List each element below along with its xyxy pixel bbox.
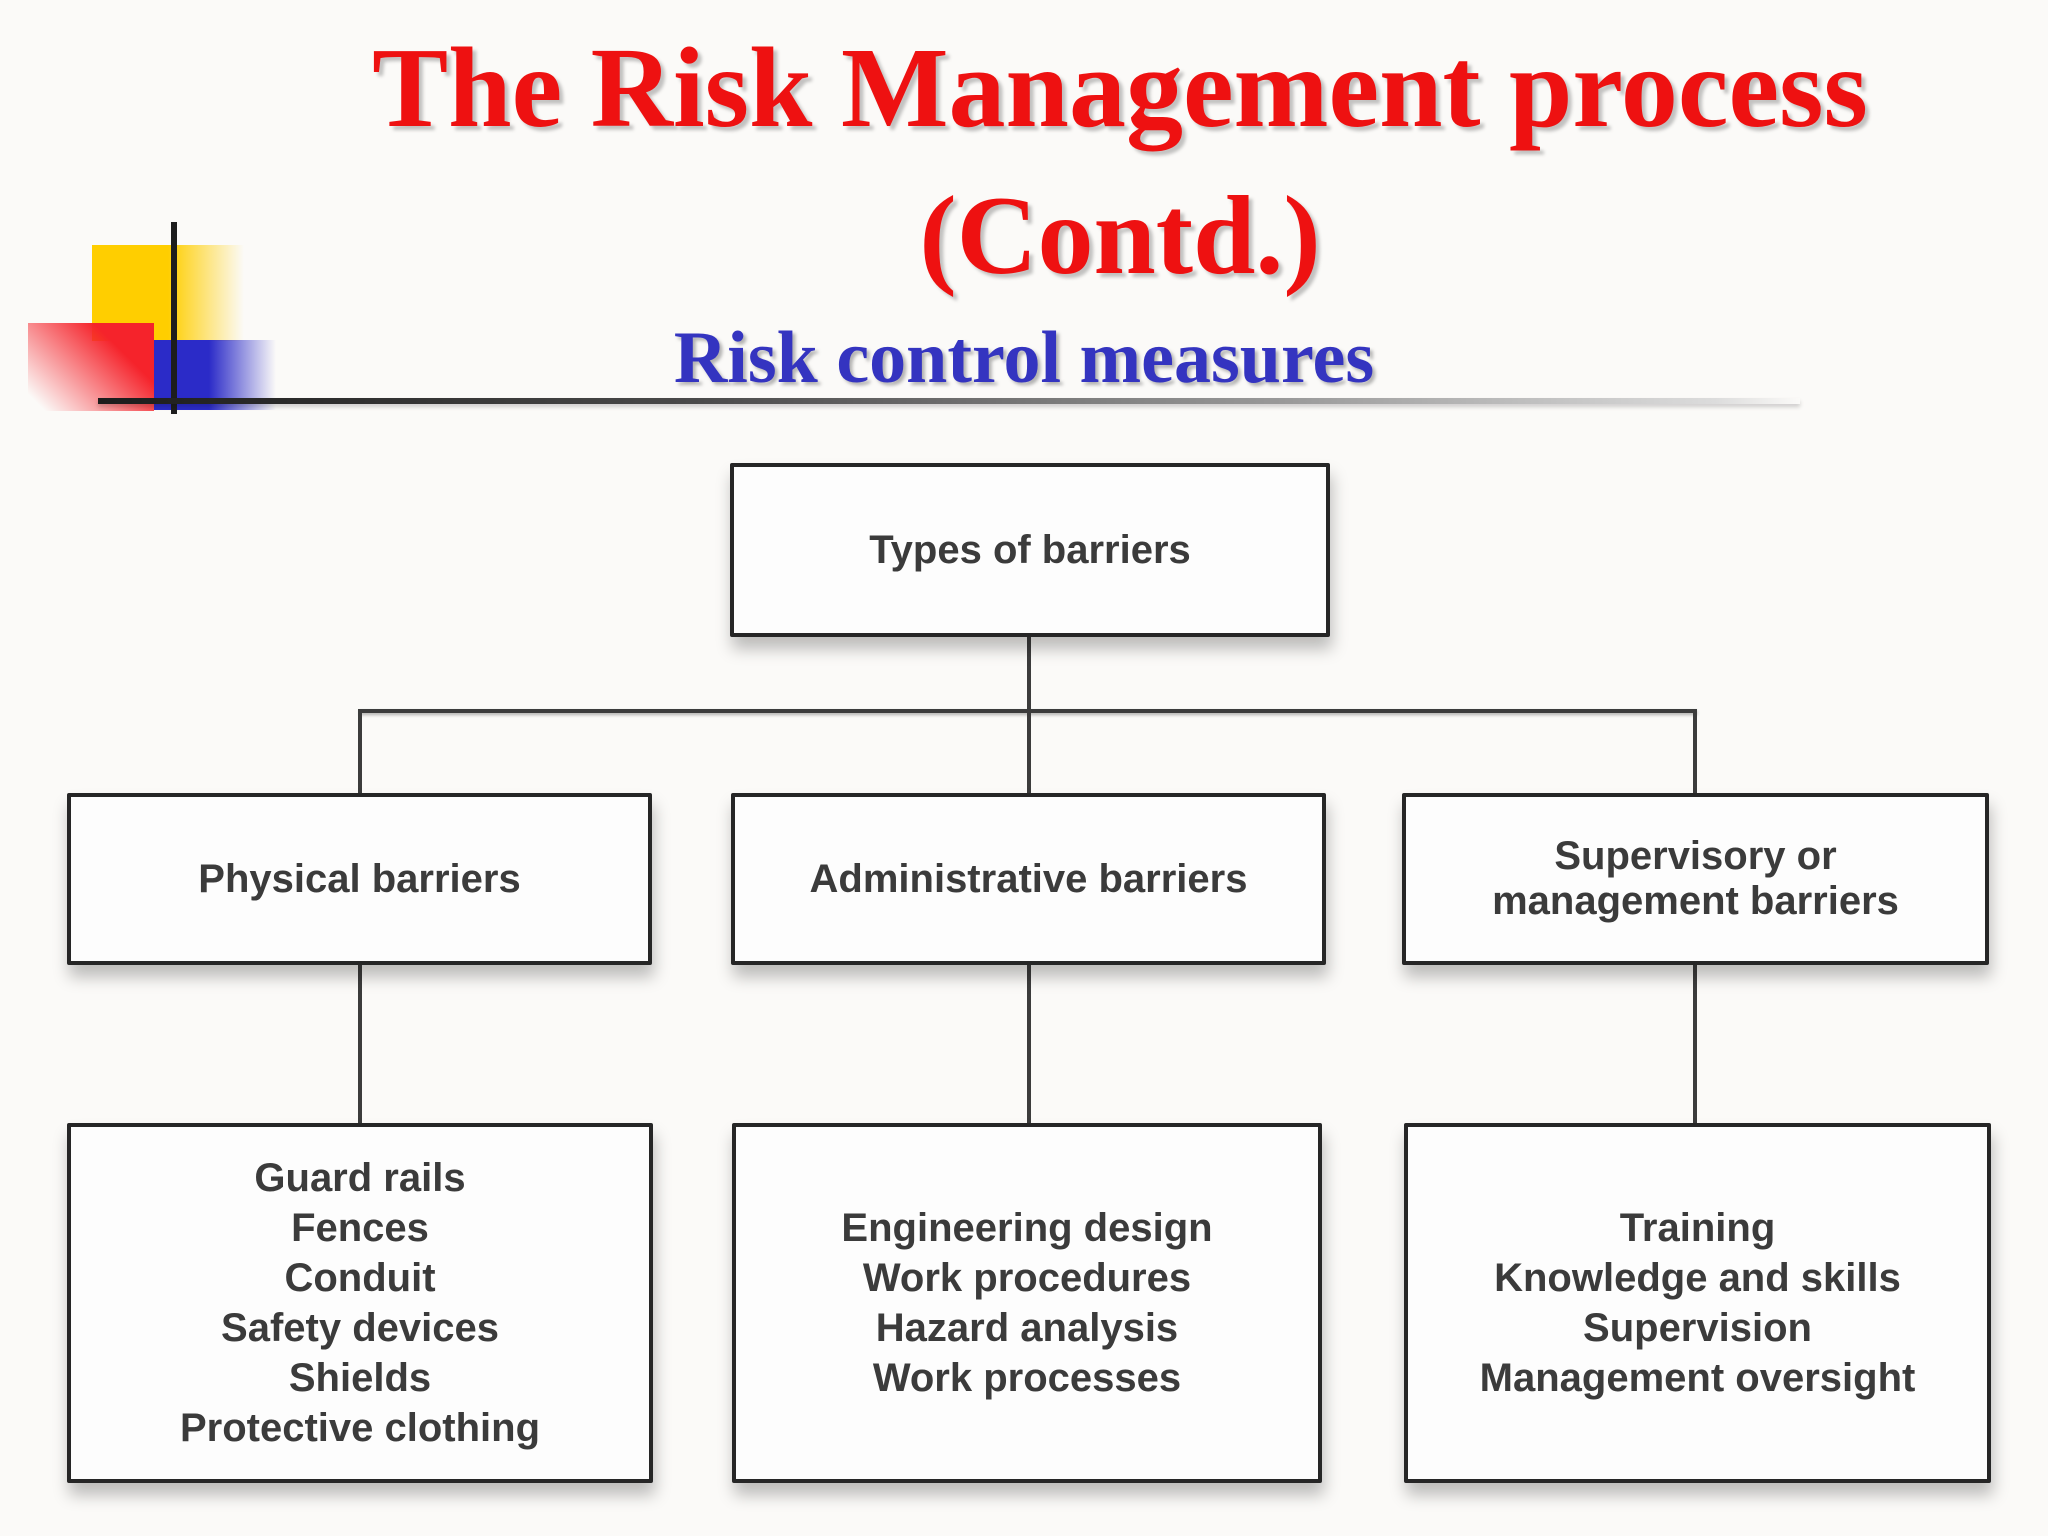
list-item: Guard rails xyxy=(254,1156,466,1200)
node-supervisory-items: Training Knowledge and skills Supervisio… xyxy=(1404,1123,1991,1483)
slide-subtitle: Risk control measures xyxy=(673,317,1375,399)
connector-root-to-bus xyxy=(1027,635,1031,713)
list-item: Hazard analysis xyxy=(875,1306,1179,1350)
connector-supervisory-to-items xyxy=(1693,963,1697,1127)
node-physical-items: Guard rails Fences Conduit Safety device… xyxy=(67,1123,653,1483)
slide-title: The Risk Management process (Contd.) xyxy=(192,14,2048,310)
list-item: Conduit xyxy=(284,1256,436,1300)
list-item: Supervision xyxy=(1583,1306,1812,1350)
slide-title-line-2: (Contd.) xyxy=(919,174,1321,298)
node-administrative-barriers: Administrative barriers xyxy=(731,793,1326,965)
node-physical-barriers: Physical barriers xyxy=(67,793,652,965)
list-item: Fences xyxy=(291,1206,429,1250)
list-item: Engineering design xyxy=(841,1206,1213,1250)
connector-bus-to-physical xyxy=(358,709,362,797)
node-types-of-barriers: Types of barriers xyxy=(730,463,1330,637)
connector-bus-to-administrative xyxy=(1027,709,1031,797)
node-supervisory-barriers: Supervisory or management barriers xyxy=(1402,793,1989,965)
list-item: Training xyxy=(1619,1206,1776,1250)
title-underline-rule xyxy=(98,398,1800,404)
list-item: Management oversight xyxy=(1479,1356,1916,1400)
connector-bus-to-supervisory xyxy=(1693,709,1697,797)
slide-title-line-1: The Risk Management process xyxy=(372,24,1868,151)
node-supervisory-barriers-label: Supervisory or management barriers xyxy=(1492,834,1899,923)
list-item: Work procedures xyxy=(862,1256,1192,1300)
list-item: Protective clothing xyxy=(179,1406,541,1450)
node-physical-barriers-label: Physical barriers xyxy=(198,856,521,901)
connector-physical-to-items xyxy=(358,963,362,1127)
node-administrative-items: Engineering design Work procedures Hazar… xyxy=(732,1123,1322,1483)
list-item: Work processes xyxy=(872,1356,1182,1400)
list-item: Safety devices xyxy=(221,1306,499,1350)
decor-vertical-line xyxy=(171,222,177,414)
node-administrative-barriers-label: Administrative barriers xyxy=(809,856,1248,901)
node-types-of-barriers-label: Types of barriers xyxy=(869,527,1191,572)
list-item: Shields xyxy=(288,1356,432,1400)
connector-administrative-to-items xyxy=(1027,963,1031,1127)
decor-red-square xyxy=(28,323,154,411)
list-item: Knowledge and skills xyxy=(1494,1256,1901,1300)
